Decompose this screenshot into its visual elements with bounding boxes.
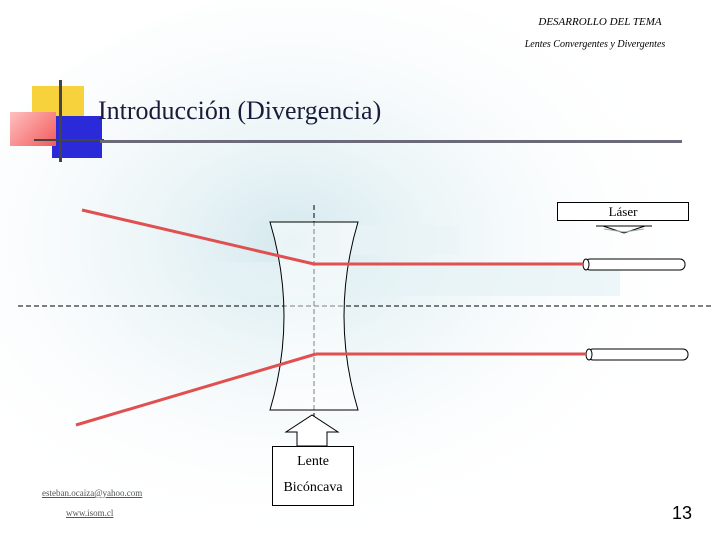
- logo-vertical-line: [59, 80, 62, 162]
- lens-label: Lente Bicóncava: [272, 446, 354, 506]
- header-topic: DESARROLLO DEL TEMA: [538, 16, 662, 28]
- logo-horizontal-line: [34, 139, 104, 141]
- page-number: 13: [672, 503, 693, 523]
- logo-decoration: [8, 80, 104, 162]
- header-subtopic: Lentes Convergentes y Divergentes: [524, 39, 666, 50]
- laser-emitter-top: [582, 258, 686, 271]
- footer-email-link[interactable]: esteban.ocaiza@yahoo.com: [42, 488, 143, 498]
- laser-label-text: Láser: [608, 204, 638, 219]
- ray-top-diverged: [81, 208, 315, 266]
- slide-title: Introducción (Divergencia): [98, 96, 382, 125]
- title-underline: [100, 140, 682, 143]
- lens-label-line1: Lente: [297, 454, 329, 469]
- lens-pointer-arrow: [284, 414, 340, 447]
- laser-emitter-bottom: [585, 348, 689, 361]
- lens-label-line2: Bicóncava: [283, 480, 343, 495]
- laser-pointer-arrow: [596, 225, 652, 234]
- biconcave-lens: [269, 221, 359, 411]
- laser-label: Láser: [557, 202, 689, 221]
- footer-website-link[interactable]: www.isom.cl: [66, 508, 114, 518]
- ray-bottom-diverged: [75, 352, 317, 427]
